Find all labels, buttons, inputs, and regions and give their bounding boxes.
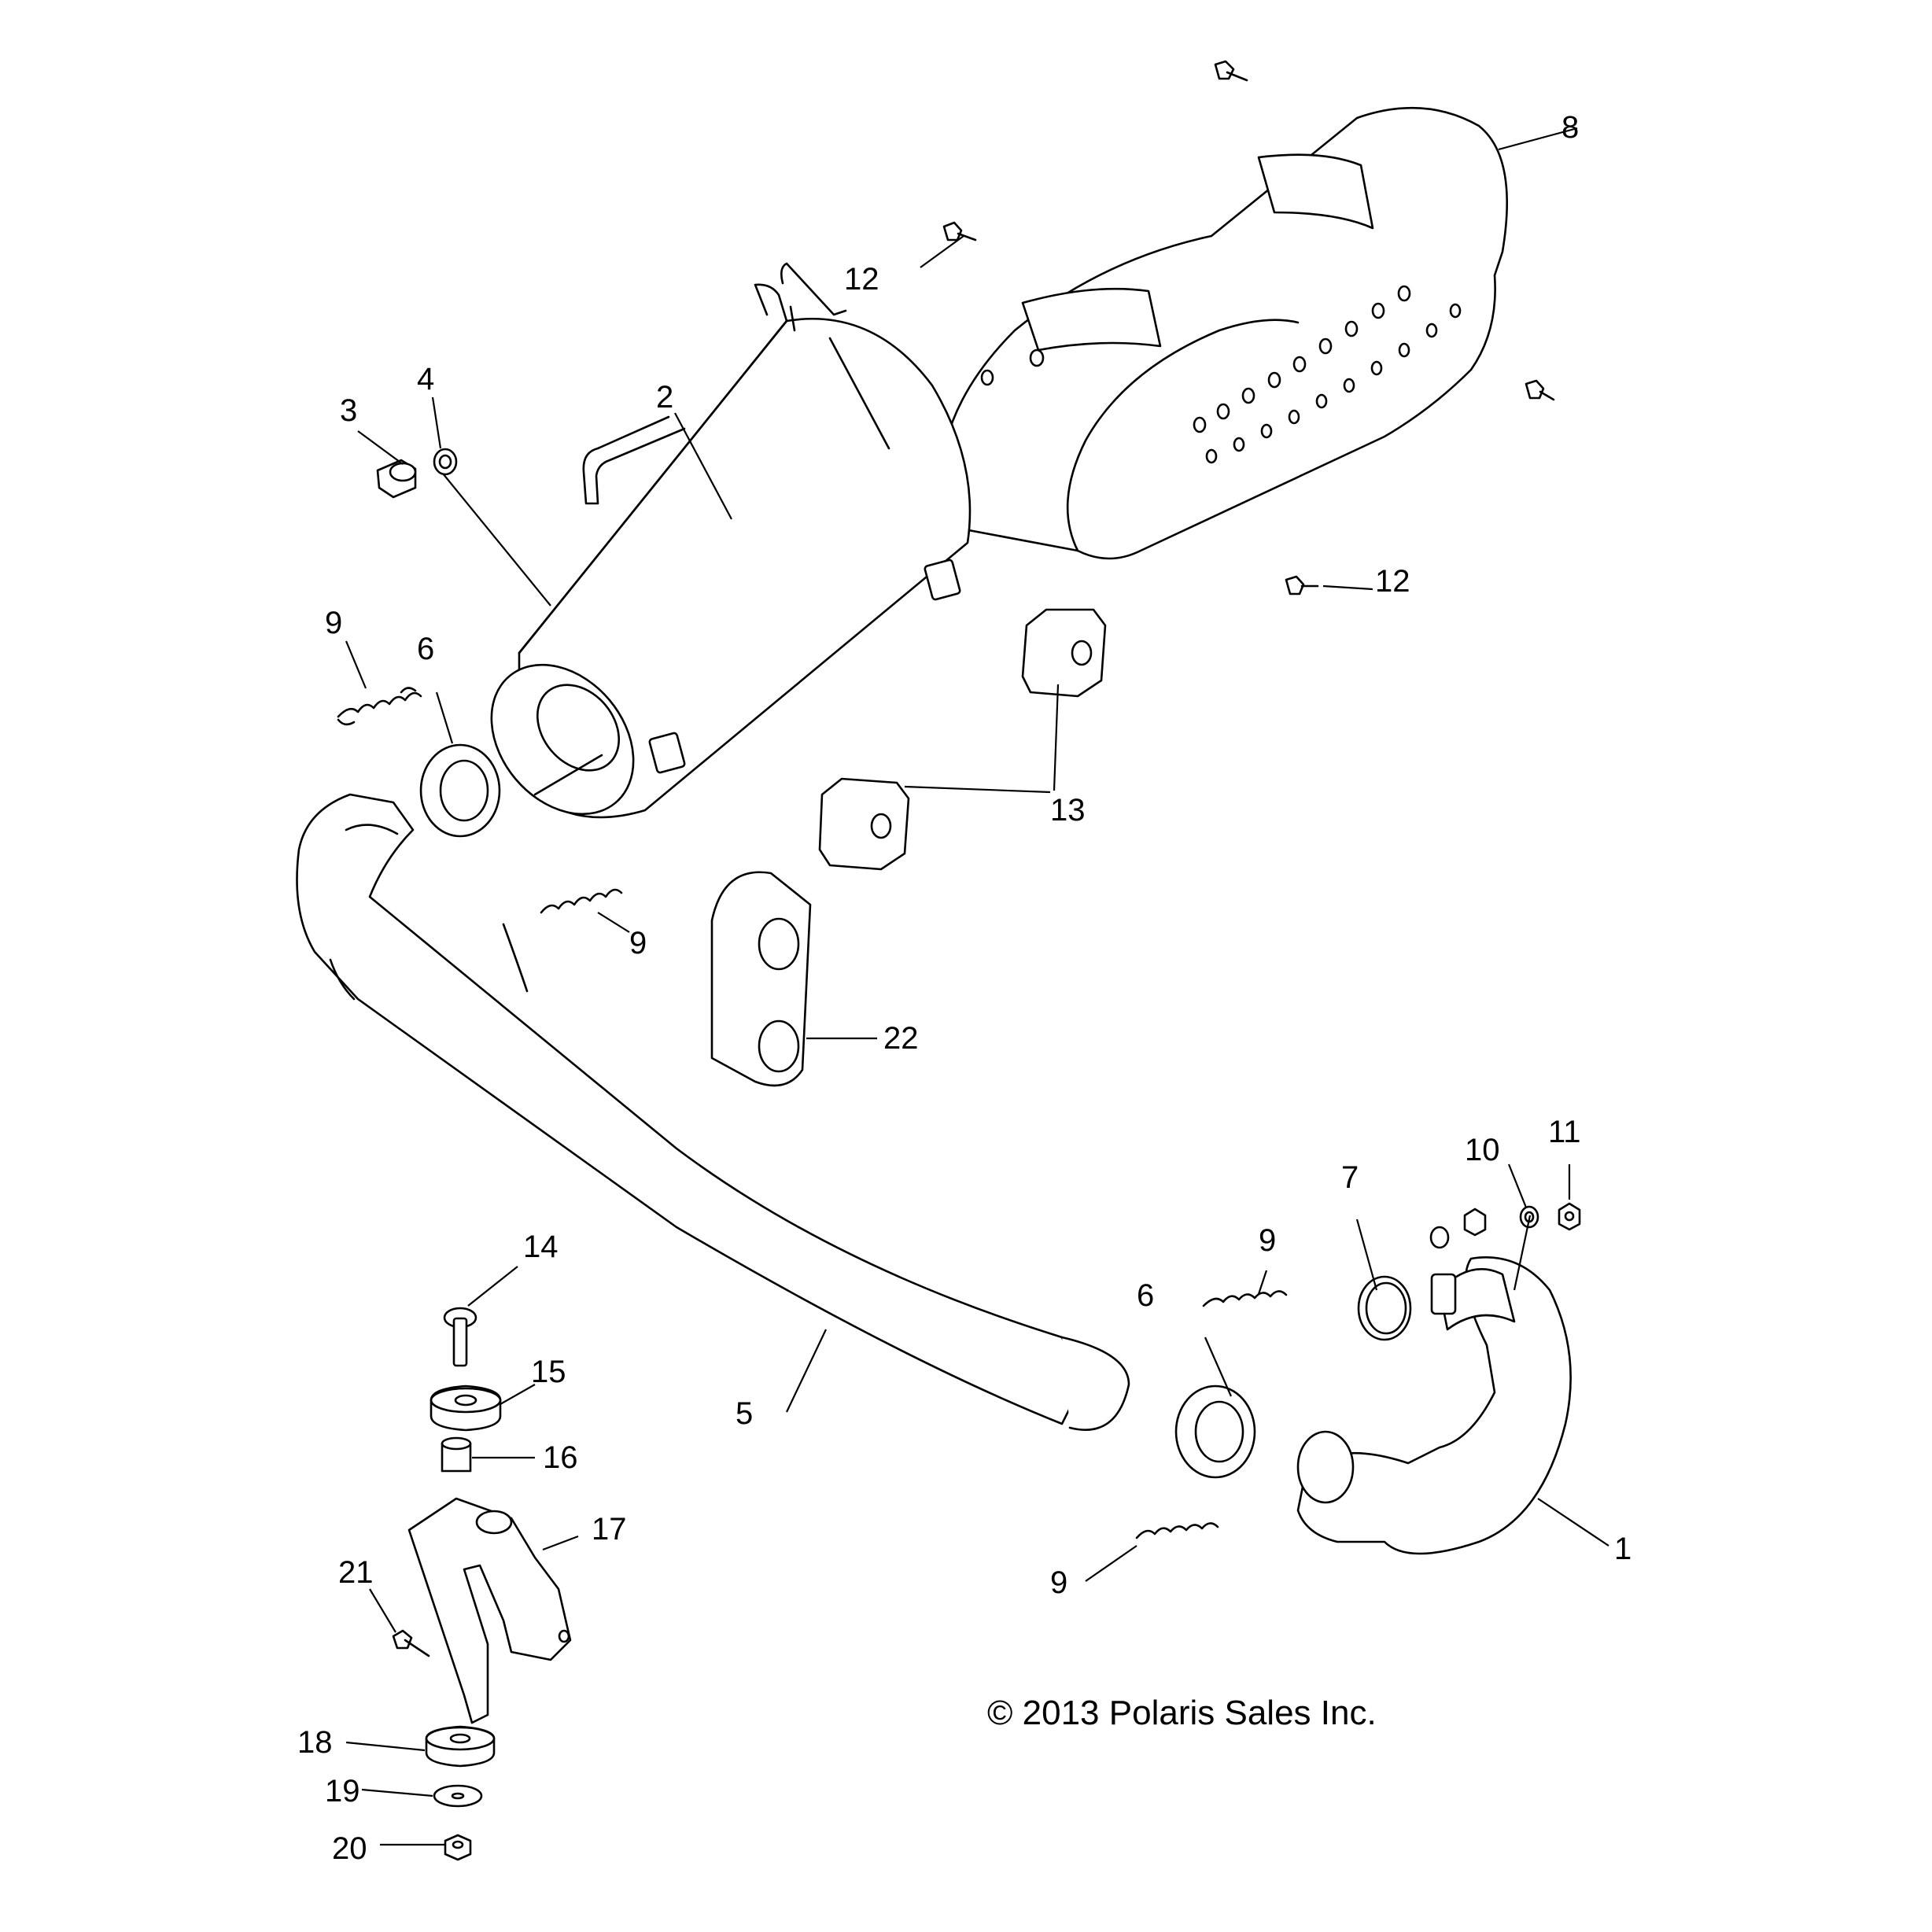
part-muffler[interactable] bbox=[463, 262, 972, 842]
part-spring[interactable] bbox=[1135, 1522, 1219, 1539]
callout-9: 9 bbox=[1259, 1223, 1276, 1258]
part-gasket[interactable] bbox=[419, 743, 501, 838]
callout-3: 3 bbox=[340, 393, 357, 428]
callout-22: 22 bbox=[883, 1021, 919, 1056]
part-header-pipe[interactable] bbox=[1296, 1256, 1572, 1555]
callout-6: 6 bbox=[417, 632, 434, 666]
part-spacer[interactable] bbox=[441, 1436, 472, 1473]
part-gasket[interactable] bbox=[1174, 1384, 1256, 1479]
part-spring[interactable] bbox=[540, 888, 623, 914]
callout-16: 16 bbox=[543, 1440, 578, 1475]
callout-11: 11 bbox=[1548, 1115, 1581, 1149]
part-rubber-mount[interactable] bbox=[818, 777, 910, 871]
callout-10: 10 bbox=[1465, 1133, 1500, 1167]
callout-20: 20 bbox=[332, 1831, 367, 1866]
callout-15: 15 bbox=[531, 1355, 566, 1389]
callout-1: 1 bbox=[1614, 1532, 1632, 1566]
part-nut[interactable] bbox=[1463, 1202, 1581, 1237]
part-isolator[interactable] bbox=[710, 871, 812, 1087]
callout-8: 8 bbox=[1561, 110, 1579, 145]
callout-2: 2 bbox=[656, 380, 673, 415]
part-drain-plug[interactable] bbox=[376, 459, 417, 499]
callout-18: 18 bbox=[297, 1725, 333, 1760]
part-washer[interactable] bbox=[433, 448, 458, 476]
part-grommet[interactable] bbox=[425, 1725, 496, 1768]
callout-12: 12 bbox=[844, 262, 879, 297]
copyright-notice: © 2013 Polaris Sales Inc. bbox=[987, 1694, 1377, 1732]
callout-4: 4 bbox=[417, 362, 434, 396]
callout-9: 9 bbox=[325, 606, 342, 640]
callout-9: 9 bbox=[629, 926, 647, 960]
callout-17: 17 bbox=[592, 1512, 627, 1547]
part-bracket[interactable] bbox=[407, 1497, 572, 1724]
part-grommet[interactable] bbox=[430, 1384, 502, 1432]
callout-19: 19 bbox=[325, 1774, 360, 1808]
part-spring[interactable] bbox=[337, 687, 422, 726]
part-rubber-mount[interactable] bbox=[1021, 608, 1107, 698]
part-rivet[interactable] bbox=[443, 1307, 477, 1367]
part-bolt[interactable] bbox=[942, 60, 1555, 595]
part-gasket-ring[interactable] bbox=[1357, 1275, 1412, 1341]
callout-9: 9 bbox=[1050, 1565, 1067, 1600]
part-spring[interactable] bbox=[1202, 1290, 1288, 1307]
part-nut[interactable] bbox=[444, 1834, 472, 1861]
callout-7: 7 bbox=[1341, 1160, 1359, 1195]
callout-12: 12 bbox=[1375, 564, 1410, 599]
leader-lines bbox=[345, 127, 1609, 1846]
part-washer[interactable] bbox=[433, 1784, 483, 1808]
callout-14: 14 bbox=[523, 1230, 559, 1264]
part-heat-shield[interactable] bbox=[938, 106, 1509, 560]
part-exhaust-pipe[interactable] bbox=[296, 793, 1130, 1431]
callout-21: 21 bbox=[338, 1555, 374, 1590]
callout-13: 13 bbox=[1050, 793, 1086, 828]
callout-6: 6 bbox=[1137, 1278, 1154, 1313]
callout-5: 5 bbox=[736, 1396, 753, 1431]
callout-labels: 1 2 3 4 5 6 6 7 8 9 9 9 9 10 11 12 12 13… bbox=[297, 110, 1632, 1866]
part-bolt[interactable] bbox=[392, 1629, 430, 1657]
